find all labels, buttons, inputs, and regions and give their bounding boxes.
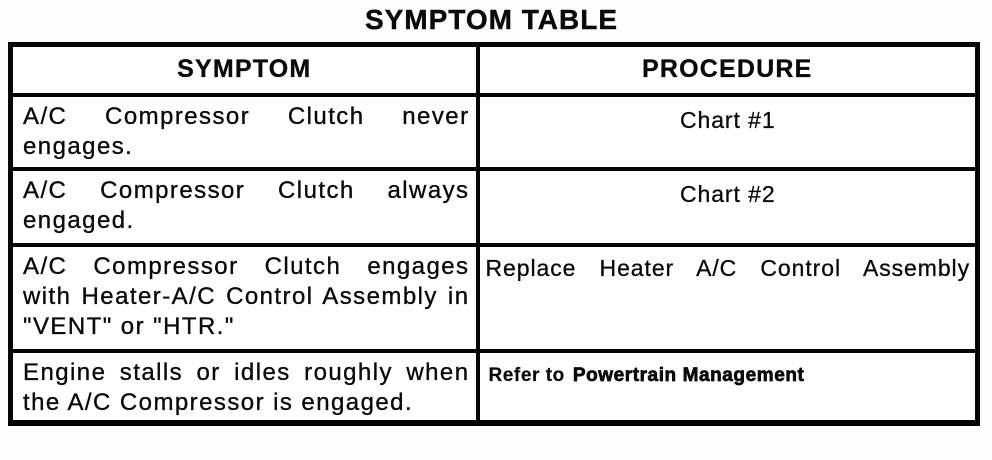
symptom-cell: A/C Compressor Clutch never engages. <box>8 92 480 171</box>
procedure-text-emphasis: Powertrain Management <box>572 364 805 386</box>
table-header-row: SYMPTOM PROCEDURE <box>8 42 980 97</box>
symptom-text-line: A/C Compressor Clutch never <box>23 102 470 130</box>
symptom-text-line: with Heater-A/C Control Assembly in <box>23 282 470 310</box>
symptom-text-line: A/C Compressor Clutch always <box>23 176 470 204</box>
symptom-text-line: engaged. <box>23 206 135 234</box>
symptom-text-line: engages. <box>23 132 134 160</box>
column-header-symptom: SYMPTOM <box>8 42 480 97</box>
symptom-text-line: A/C Compressor Clutch engages <box>23 252 470 280</box>
table-row: A/C Compressor Clutch always engaged. Ch… <box>8 166 980 247</box>
symptom-cell: A/C Compressor Clutch engages with Heate… <box>8 242 480 353</box>
procedure-cell: Chart #2 <box>475 166 980 247</box>
symptom-text-line: Engine stalls or idles roughly when <box>23 358 470 386</box>
page-title: SYMPTOM TABLE <box>364 4 619 35</box>
symptom-table: SYMPTOM PROCEDURE A/C Compressor Clutch … <box>8 42 980 426</box>
column-header-procedure: PROCEDURE <box>475 42 980 97</box>
procedure-cell: Replace Heater A/C Control Assembly <box>475 242 980 353</box>
table-row: A/C Compressor Clutch never engages. Cha… <box>8 92 980 171</box>
symptom-text-line: the A/C Compressor is engaged. <box>23 388 414 416</box>
procedure-cell: Chart #1 <box>475 92 980 171</box>
symptom-cell: A/C Compressor Clutch always engaged. <box>8 166 480 247</box>
procedure-cell: Refer to Powertrain Management <box>475 348 980 425</box>
procedure-text-prefix: Refer to <box>488 364 565 386</box>
table-row: Engine stalls or idles roughly when the … <box>8 348 980 425</box>
procedure-text: Replace Heater A/C Control Assembly <box>485 254 970 281</box>
scanned-document-page: SYMPTOM TABLE SYMPTOM PROCEDURE A/C Comp… <box>0 4 992 460</box>
symptom-cell: Engine stalls or idles roughly when the … <box>8 348 480 425</box>
table-row: A/C Compressor Clutch engages with Heate… <box>8 242 980 353</box>
symptom-text-line: "VENT" or "HTR." <box>23 312 235 340</box>
